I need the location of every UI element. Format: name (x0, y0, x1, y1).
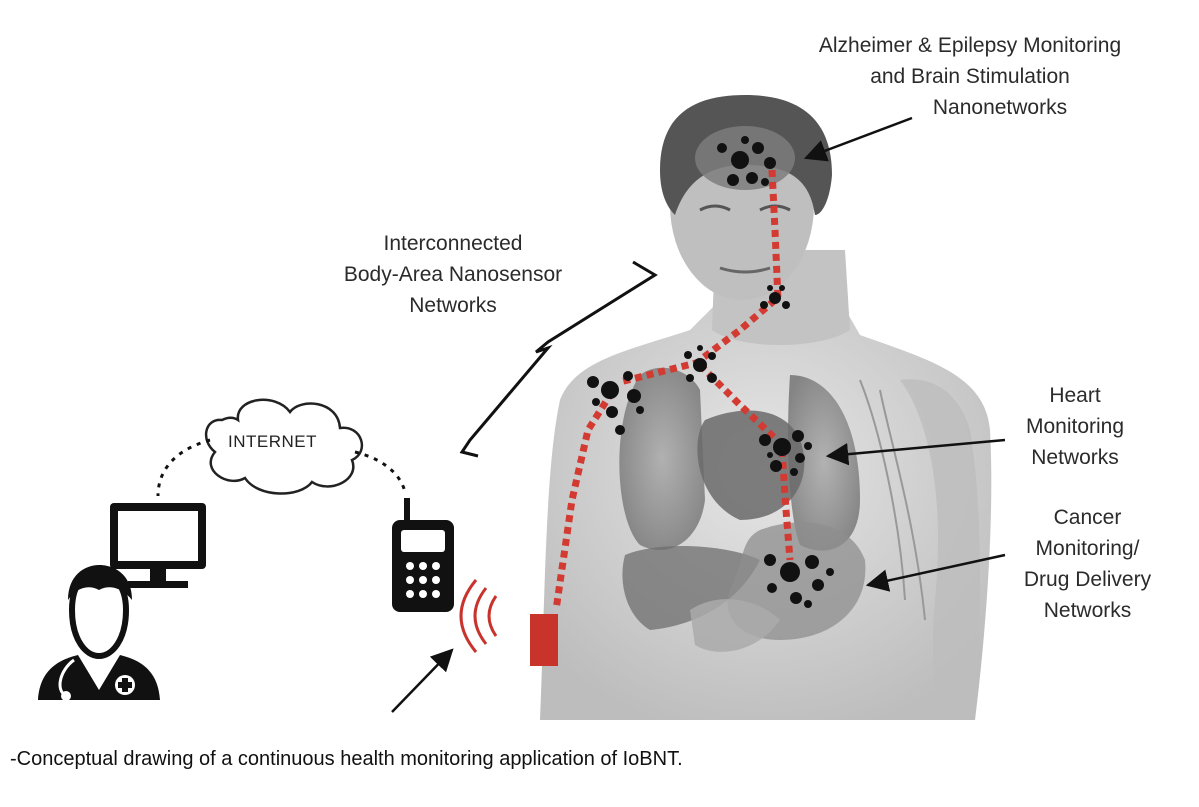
figure-caption: -Conceptual drawing of a continuous heal… (10, 748, 683, 770)
arrow-heart (825, 438, 1006, 466)
heart-organ (697, 410, 805, 520)
label-cancer-line2: Monitoring/ (1035, 537, 1140, 560)
node-cluster-brain (717, 136, 776, 186)
link-heart-stomach (778, 449, 794, 561)
label-brain-line2: and Brain Stimulation (870, 65, 1070, 88)
annotation-arrows (391, 116, 1006, 713)
label-heart-line1: Heart (1049, 384, 1101, 407)
label-cancer-line3: Drug Delivery (1023, 568, 1152, 591)
cloud-icon (204, 398, 364, 495)
arm-veins (859, 379, 926, 621)
internet-label: INTERNET (228, 432, 317, 451)
doctor-icon (38, 565, 160, 701)
label-brain-line3: Nanonetworks (932, 96, 1068, 119)
pancreas-organ (690, 599, 780, 652)
node-cluster-chest (684, 345, 717, 383)
label-cancer-networks: Cancer Monitoring/ Drug Delivery Network… (1000, 502, 1175, 626)
arrow-brain (803, 116, 913, 162)
right-arm (900, 379, 980, 720)
label-cancer-line4: Networks (1043, 599, 1132, 622)
face-mouth (719, 266, 771, 274)
label-cancer-line1: Cancer (1053, 506, 1122, 529)
label-interconnected-line1: Interconnected (383, 232, 523, 255)
label-interconnected-line2: Body-Area Nanosensor (343, 263, 563, 286)
gateway-device-icon (530, 614, 558, 666)
label-interconnected-networks: Interconnected Body-Area Nanosensor Netw… (308, 228, 598, 321)
arrow-cancer (865, 553, 1006, 592)
link-brain-neck (768, 169, 782, 301)
node-cluster-stomach (764, 554, 834, 608)
label-heart-networks: Heart Monitoring Networks (1005, 380, 1145, 473)
link-chest-shoulder (619, 358, 701, 386)
link-shoulder-gateway (552, 390, 615, 611)
link-neck-chest (697, 297, 778, 363)
label-brain-line1: Alzheimer & Epilepsy Monitoring (818, 34, 1122, 57)
wireless-signal-icon (459, 579, 498, 653)
node-cluster-neck (760, 285, 790, 309)
interconnect-bracket (459, 260, 658, 458)
link-cloud-monitor (156, 438, 211, 497)
human-body (540, 95, 992, 720)
label-heart-line2: Monitoring (1025, 415, 1125, 438)
liver-organ (622, 545, 760, 630)
label-heart-line3: Networks (1031, 446, 1119, 469)
phone-icon (392, 498, 454, 612)
right-lung (788, 375, 860, 551)
arrow-gateway (391, 648, 454, 713)
node-cluster-shoulder (587, 371, 644, 435)
label-brain-nanonetworks: Alzheimer & Epilepsy Monitoring and Brai… (790, 30, 1150, 123)
label-interconnected-line3: Networks (409, 294, 497, 317)
node-cluster-heart (759, 430, 812, 476)
internet-connections (156, 438, 407, 497)
monitor-icon (110, 503, 206, 588)
link-cloud-phone (354, 450, 407, 493)
